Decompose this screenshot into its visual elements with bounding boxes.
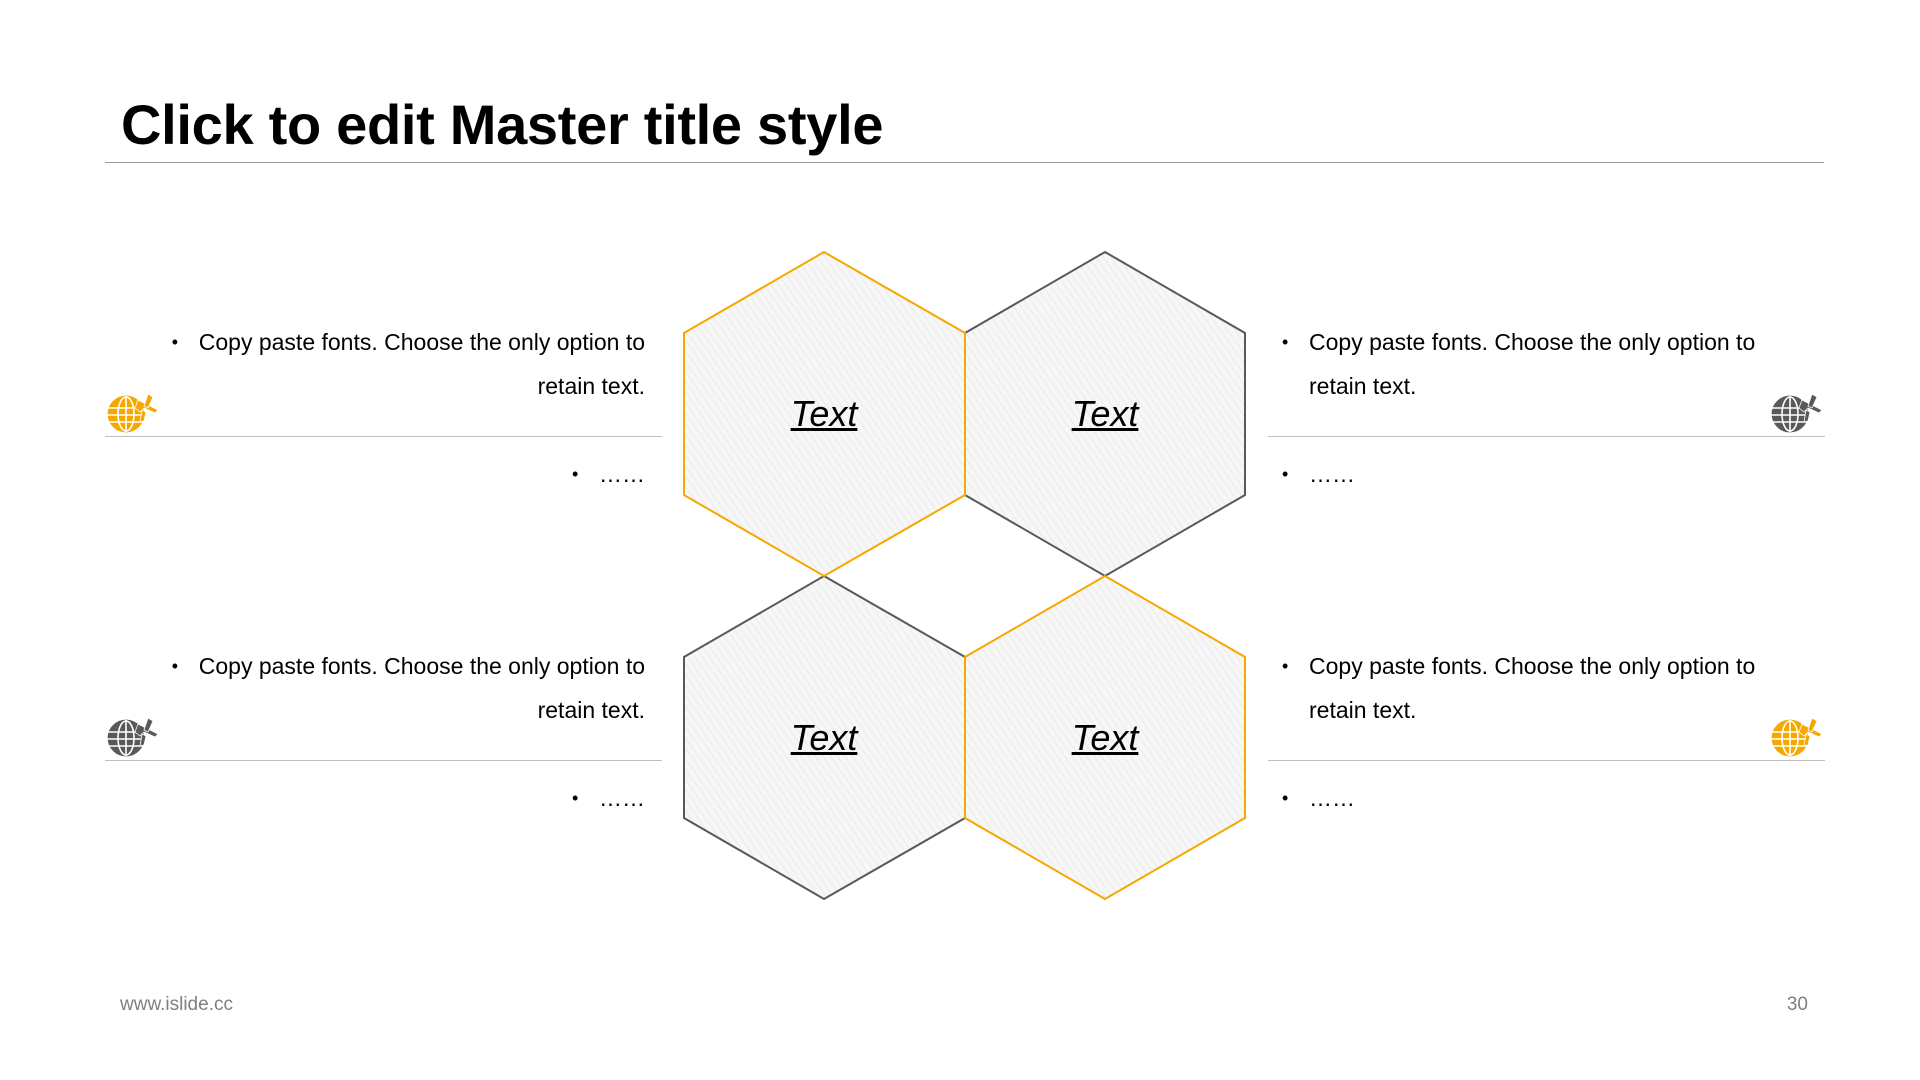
- more-block-top-left[interactable]: • ……: [145, 452, 645, 496]
- bullet-marker: •: [572, 788, 579, 808]
- bullet-marker: •: [572, 464, 579, 484]
- text-block-bottom-left[interactable]: • Copy paste fonts. Choose the only optio…: [145, 644, 645, 732]
- text-block-bottom-right[interactable]: • Copy paste fonts. Choose the only optio…: [1282, 644, 1782, 732]
- bullet-text-line-1: Copy paste fonts. Choose the only option…: [1309, 329, 1756, 355]
- hexagon-label-top-right[interactable]: Text: [1071, 393, 1139, 434]
- bullet-marker: •: [1282, 332, 1289, 352]
- ellipsis-text: ……: [1309, 461, 1355, 487]
- divider-top-left: [105, 436, 662, 437]
- divider-bottom-right: [1268, 760, 1825, 761]
- slide-title: Click to edit Master title style: [121, 93, 884, 156]
- globe-plane-icon: [106, 717, 159, 758]
- divider-top-right: [1268, 436, 1825, 437]
- footer-url[interactable]: www.islide.cc: [120, 994, 233, 1015]
- bullet-marker: •: [1282, 788, 1289, 808]
- more-block-top-right[interactable]: • ……: [1282, 452, 1782, 496]
- divider-bottom-left: [105, 760, 662, 761]
- more-block-bottom-right[interactable]: • ……: [1282, 776, 1782, 820]
- text-block-top-left[interactable]: • Copy paste fonts. Choose the only optio…: [145, 320, 645, 408]
- bullet-text-line-2: retain text.: [537, 697, 645, 723]
- globe-plane-icon: [1770, 393, 1823, 434]
- bullet-marker: •: [171, 656, 179, 676]
- hexagon-label-bottom-right[interactable]: Text: [1071, 717, 1139, 758]
- bullet-marker: •: [1282, 464, 1289, 484]
- bullet-text-line-1: Copy paste fonts. Choose the only option…: [1309, 653, 1756, 679]
- globe-plane-icon: [1770, 717, 1823, 758]
- bullet-text-line-2: retain text.: [537, 373, 645, 399]
- text-block-top-right[interactable]: • Copy paste fonts. Choose the only optio…: [1282, 320, 1782, 408]
- bullet-marker: •: [171, 332, 179, 352]
- ellipsis-text: ……: [599, 785, 645, 811]
- ellipsis-text: ……: [1309, 785, 1355, 811]
- page-number: 30: [1786, 994, 1808, 1015]
- hexagon-label-top-left[interactable]: Text: [790, 393, 858, 434]
- more-block-bottom-left[interactable]: • ……: [145, 776, 645, 820]
- bullet-text-line-2: retain text.: [1309, 697, 1417, 723]
- hexagon-label-bottom-left[interactable]: Text: [790, 717, 858, 758]
- bullet-text-line-1: Copy paste fonts. Choose the only option…: [198, 329, 645, 355]
- bullet-text-line-2: retain text.: [1309, 373, 1417, 399]
- title-divider: [105, 162, 1824, 163]
- bullet-text-line-1: Copy paste fonts. Choose the only option…: [198, 653, 645, 679]
- bullet-marker: •: [1282, 656, 1289, 676]
- globe-plane-icon: [106, 393, 159, 434]
- ellipsis-text: ……: [599, 461, 645, 487]
